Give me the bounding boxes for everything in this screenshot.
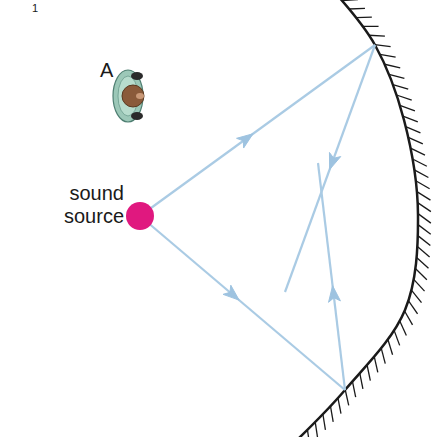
hatch-stroke — [405, 311, 413, 325]
sound-ray — [140, 45, 375, 216]
hatch-stroke — [315, 422, 317, 437]
page-mark: 1 — [32, 2, 52, 15]
hatch-stroke — [400, 321, 407, 336]
hatch-stroke — [352, 381, 355, 397]
listener-figure — [113, 70, 144, 122]
ray-arrowhead — [329, 286, 341, 303]
hatch-stroke — [418, 236, 431, 246]
hatch-stroke — [416, 181, 430, 189]
hatch-stroke — [363, 26, 379, 27]
hatch-stroke — [345, 390, 348, 406]
hatch-stroke — [356, 17, 372, 19]
hatch-stroke — [411, 290, 421, 302]
hatch-stroke — [360, 373, 363, 389]
ray-arrowhead — [223, 285, 239, 300]
hatch-stroke — [418, 203, 431, 212]
ray-arrowhead — [329, 152, 340, 169]
hatch-stroke — [323, 414, 326, 430]
mirror-hatching — [300, 0, 431, 437]
hatch-stroke — [374, 357, 378, 373]
sound-rays — [140, 45, 375, 390]
hatch-stroke — [414, 279, 425, 291]
hatch-stroke — [417, 192, 431, 200]
hatch-stroke — [338, 398, 341, 414]
hatch-stroke — [418, 225, 431, 235]
hatch-stroke — [369, 35, 385, 37]
hatch-stroke — [417, 247, 429, 257]
hatch-stroke — [342, 0, 358, 1]
hatch-stroke — [367, 365, 370, 381]
hatch-stroke — [349, 8, 365, 10]
hatch-stroke — [417, 258, 429, 269]
sound-ray — [140, 216, 345, 390]
sound-source-dot — [126, 202, 154, 230]
ray-arrowhead — [237, 134, 253, 148]
hatch-stroke — [394, 330, 400, 345]
concave-reflector — [296, 0, 418, 437]
hatch-stroke — [418, 214, 431, 223]
hatch-stroke — [388, 339, 393, 354]
source-label: sound source — [40, 182, 124, 228]
listener-label: A — [100, 59, 120, 82]
hatch-stroke — [381, 348, 385, 363]
hatch-stroke — [415, 269, 426, 280]
hatch-stroke — [408, 301, 417, 314]
sound-ray — [318, 163, 345, 390]
hatch-stroke — [330, 406, 333, 422]
